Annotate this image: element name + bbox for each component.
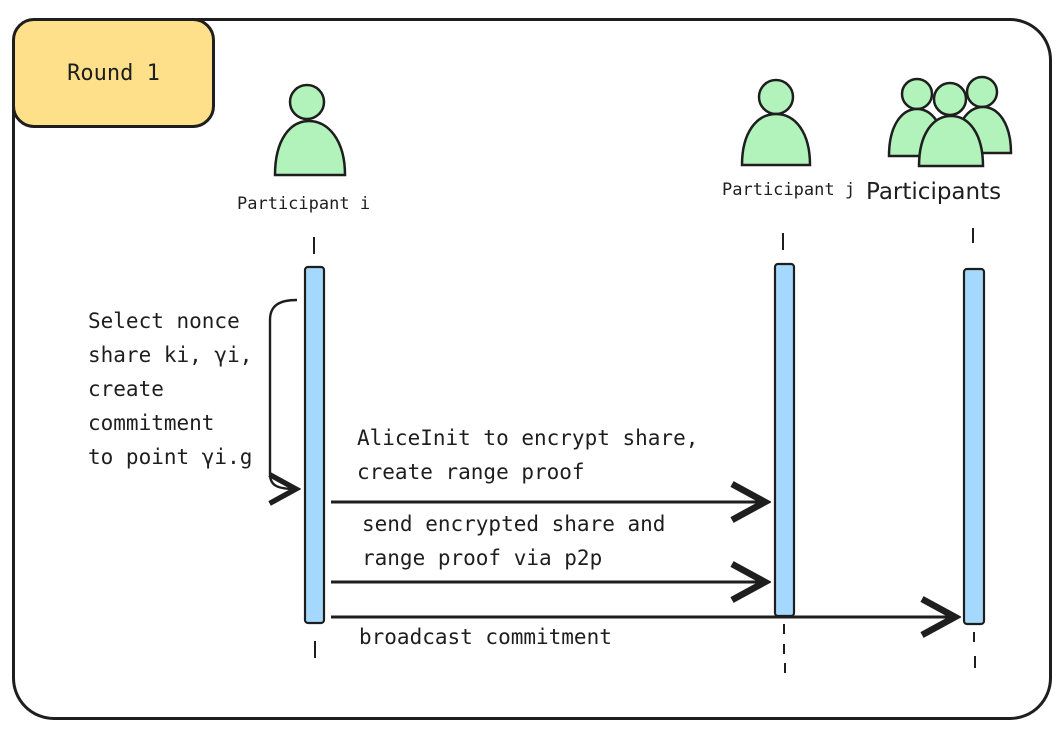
participant-j-label: Participant j <box>722 180 856 200</box>
participant-i-label: Participant i <box>237 194 371 214</box>
activation-bar-participants <box>962 267 986 626</box>
note-line: create <box>88 377 164 401</box>
lifeline-participant-j <box>782 233 786 673</box>
message-line: send encrypted share and <box>362 512 666 536</box>
message-line: AliceInit to encrypt share, <box>357 426 699 450</box>
participant-j-icon <box>740 78 812 167</box>
round-badge: Round 1 <box>12 18 215 128</box>
participants-label: Participants <box>866 179 1002 205</box>
message-label-2: send encrypted share and range proof via… <box>362 507 665 575</box>
round-label: Round 1 <box>67 60 160 86</box>
self-action-bracket <box>270 298 297 489</box>
activation-bar-participant-j <box>773 262 796 618</box>
diagram-frame <box>12 18 1052 720</box>
lifeline-participant-i <box>313 237 316 658</box>
message-line: broadcast commitment <box>359 625 612 649</box>
note-line: to point γi.g <box>88 445 253 469</box>
message-label-1: AliceInit to encrypt share, create range… <box>357 421 698 489</box>
lifeline-participants <box>972 228 976 668</box>
message-line: range proof via p2p <box>362 546 603 570</box>
note-line: commitment <box>88 411 215 435</box>
message-line: create range proof <box>357 460 585 484</box>
activation-bar-participant-i <box>303 265 326 625</box>
participants-group-icon <box>887 75 1013 168</box>
note-line: Select nonce <box>88 309 240 333</box>
note-line: share ki, γi, <box>88 343 253 367</box>
participant-i-icon <box>273 83 347 177</box>
self-action-note: Select nonce share ki, γi, create commit… <box>88 304 252 474</box>
message-label-3: broadcast commitment <box>359 620 612 654</box>
